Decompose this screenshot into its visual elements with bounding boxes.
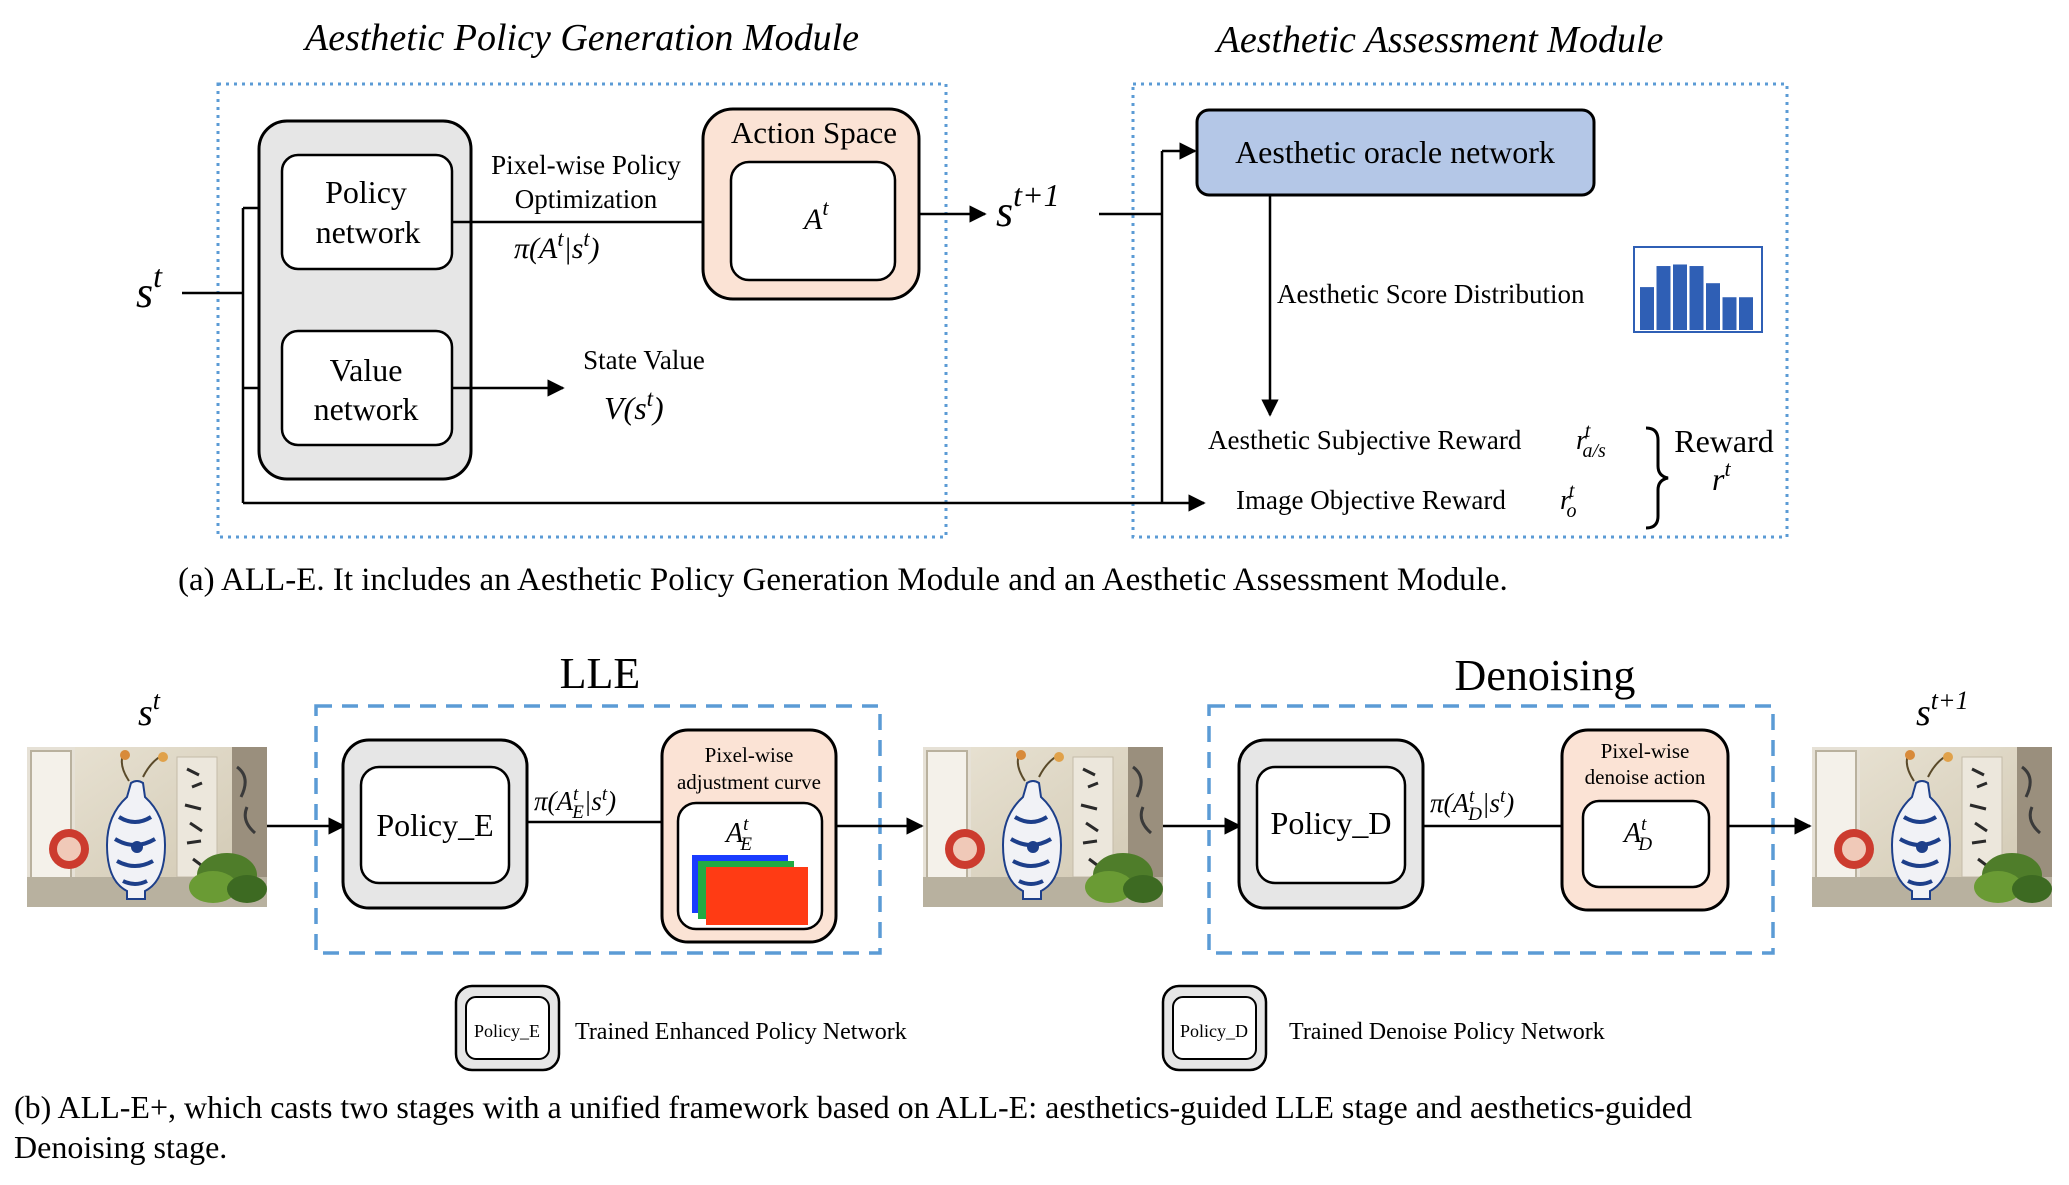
adjust-curve-label-1: Pixel-wise [705,743,794,767]
policy-network-box [280,153,454,271]
histogram-bar [1689,266,1704,330]
action-space-title: Action Space [731,115,897,150]
objective-reward-label: Image Objective Reward [1236,485,1506,515]
legend-policy-d-label: Trained Denoise Policy Network [1289,1019,1605,1045]
reward-symbol: rt [1712,456,1731,497]
policy-network-label-1: Policy [325,174,407,210]
caption-b-line2: Denoising stage. [14,1129,227,1165]
histogram-bar [1722,297,1737,330]
state-value-label: State Value [583,345,705,375]
curve-layer-red [706,867,808,925]
lle-title: LLE [560,649,641,698]
policy-d-box [1255,765,1407,885]
histogram-bar [1656,266,1671,330]
caption-b-line1: (b) ALL-E+, which casts two stages with … [14,1089,1692,1125]
input-state-b: st [138,686,161,734]
denoise-action-box [1581,799,1711,889]
policy-formula: π(At|st) [514,226,600,265]
next-state-label: st+1 [996,177,1060,236]
denoising-stage-frame [1207,704,1775,955]
state-value-formula: V(st) [604,386,664,426]
reward-brace [1645,426,1669,530]
histogram-bar [1640,287,1654,330]
score-distribution-label: Aesthetic Score Distribution [1277,279,1585,309]
value-network-label-2: network [314,391,419,427]
legend-policy-e-inner [465,996,550,1060]
pixelwise-label-2: Optimization [515,184,658,214]
histogram-bar [1739,297,1753,330]
pixelwise-label-1: Pixel-wise Policy [491,150,681,180]
policy-e-label: Policy_E [376,807,493,843]
value-network-label-1: Value [330,352,403,388]
subjective-reward-label: Aesthetic Subjective Reward [1208,425,1522,455]
oracle-network-box [1195,108,1596,197]
adjust-curve-label-2: adjustment curve [677,770,821,794]
policy-d-label: Policy_D [1271,805,1392,841]
left-module-title: Aesthetic Policy Generation Module [302,17,859,59]
denoising-title: Denoising [1455,651,1636,700]
reward-label: Reward [1674,423,1774,459]
input-state-label: st [136,258,163,317]
output-state-b: st+1 [1916,686,1969,734]
legend-policy-e: Policy_E [474,1021,540,1041]
input-image [25,745,269,909]
lle-stage-frame [314,704,882,955]
legend-policy-d-inner [1172,996,1257,1060]
legend-policy-d: Policy_D [1180,1021,1248,1041]
histogram-bar [1673,264,1687,330]
legend-policy-e-label: Trained Enhanced Policy Network [575,1019,907,1045]
denoise-action-label-1: Pixel-wise [1601,739,1690,763]
policy-e-box [359,765,511,885]
intermediate-image [921,745,1165,909]
assessment-module-frame [1131,82,1789,539]
histogram-bar [1706,283,1720,330]
policy-network-label-2: network [316,214,421,250]
oracle-network-label: Aesthetic oracle network [1235,134,1555,170]
action-box [729,160,897,282]
output-image [1810,745,2054,909]
denoise-action-label-2: denoise action [1585,765,1706,789]
caption-a: (a) ALL-E. It includes an Aesthetic Poli… [178,562,1508,598]
policy-generation-module-frame [216,82,948,539]
value-network-box [280,329,454,447]
score-histogram [1633,246,1763,333]
right-module-title: Aesthetic Assessment Module [1214,19,1664,61]
